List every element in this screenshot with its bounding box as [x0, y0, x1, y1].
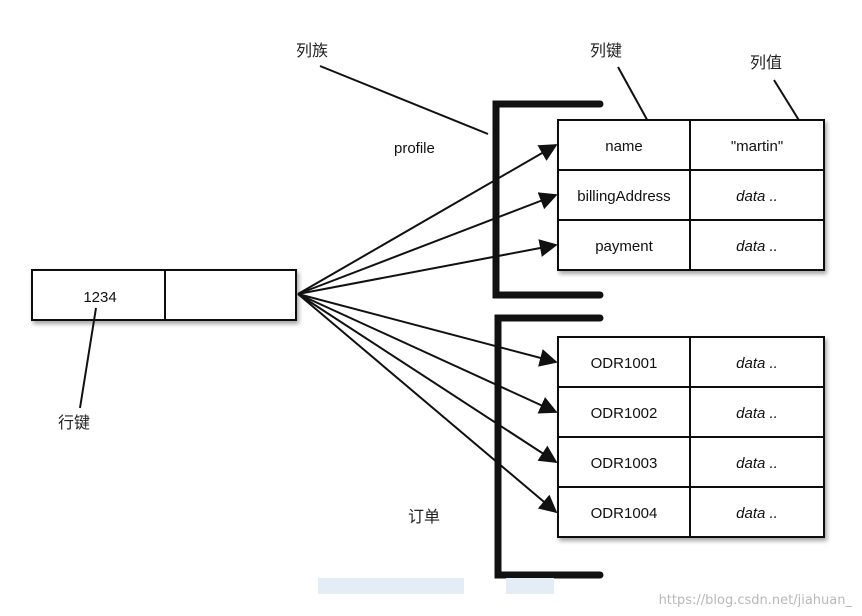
- profile-key-name: name: [605, 138, 643, 155]
- arrow-to-odr1003: [297, 293, 558, 463]
- row-key-value: 1234: [83, 289, 116, 306]
- arrow-to-odr1001: [297, 293, 558, 367]
- column-value-label: 列值: [750, 53, 782, 72]
- column-family-pointer: [319, 65, 489, 135]
- order-value-2: data ..: [736, 405, 778, 422]
- row-key-box: [31, 269, 297, 321]
- watermark-text: https://blog.csdn.net/jiahuan_: [659, 593, 853, 608]
- profile-value-billing: data ..: [736, 188, 778, 205]
- order-key-2: ODR1002: [591, 405, 658, 422]
- arrows: [297, 144, 558, 514]
- profile-value-name: "martin": [731, 138, 783, 155]
- arrow-to-name: [297, 144, 558, 295]
- arrow-to-billing: [297, 192, 558, 295]
- profile-family-name: profile: [394, 140, 435, 157]
- profile-table: [557, 119, 825, 271]
- order-key-4: ODR1004: [591, 505, 658, 522]
- row-key-pointer: [79, 307, 97, 409]
- order-value-4: data ..: [736, 505, 778, 522]
- order-value-1: data ..: [736, 355, 778, 372]
- arrow-to-odr1004: [297, 293, 558, 514]
- bottom-strip-right: [506, 578, 554, 594]
- order-key-1: ODR1001: [591, 355, 658, 372]
- arrow-to-odr1002: [297, 293, 558, 414]
- order-key-3: ODR1003: [591, 455, 658, 472]
- profile-bracket: [492, 100, 604, 299]
- arrow-to-payment: [297, 239, 558, 295]
- column-key-label: 列键: [590, 41, 622, 60]
- column-key-pointer: [617, 66, 651, 126]
- profile-key-billing: billingAddress: [577, 188, 670, 205]
- orders-family-label: 订单: [408, 507, 440, 526]
- orders-bracket: [494, 314, 604, 579]
- orders-table: [557, 336, 825, 538]
- bottom-strip-left: [318, 578, 464, 594]
- row-key-label: 行键: [58, 413, 90, 432]
- column-family-label: 列族: [296, 41, 328, 60]
- profile-key-payment: payment: [595, 238, 653, 255]
- order-value-3: data ..: [736, 455, 778, 472]
- profile-value-payment: data ..: [736, 238, 778, 255]
